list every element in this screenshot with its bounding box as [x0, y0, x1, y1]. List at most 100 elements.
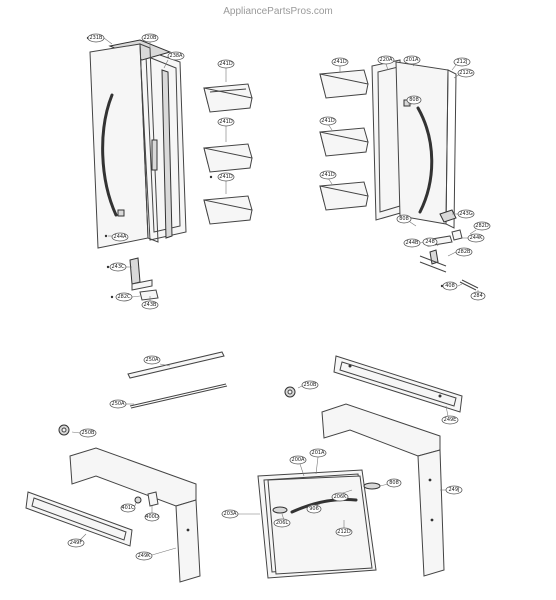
callout-282b: 282B	[447, 247, 473, 257]
callout-label-231b: 231B	[90, 35, 104, 41]
callout-206l: 206L	[273, 513, 291, 528]
right-door-assembly	[371, 59, 457, 229]
callout-220b: 220B	[141, 33, 159, 48]
callout-label-244a: 244A	[114, 234, 128, 240]
callout-249k: 249K	[135, 547, 177, 561]
callout-label-241d-4: 241D	[333, 59, 347, 65]
door-bin	[203, 143, 253, 173]
callout-243b: 243B	[141, 296, 159, 310]
callout-244a: 244A	[104, 232, 129, 242]
callout-243g: 243G	[452, 209, 475, 219]
callout-203a: 203A	[221, 509, 260, 519]
callout-282c: 282C	[110, 292, 141, 302]
callout-231b: 231B	[86, 33, 113, 45]
callout-label-249j: 249J	[448, 487, 459, 493]
callout-244k: 244K	[462, 233, 485, 243]
callout-label-238a: 238A	[170, 53, 184, 59]
callout-241d-1: 241D	[217, 59, 235, 82]
callout-241d-3: 241D	[209, 172, 235, 194]
callout-label-200a: 200A	[292, 457, 306, 463]
rail-bracket-left	[69, 447, 201, 583]
callout-label-241d-3: 241D	[219, 174, 233, 180]
callout-label-400d: 400D	[145, 514, 159, 520]
callout-250a-1: 250A	[143, 355, 171, 367]
callout-249f: 249F	[67, 533, 87, 548]
callout-label-206k: 206K	[334, 494, 348, 500]
callout-label-243c: 243C	[111, 264, 125, 270]
callout-220a: 220A	[377, 55, 395, 71]
roller-right	[284, 386, 296, 398]
callout-248: 248	[422, 237, 439, 247]
callout-408: 408	[440, 281, 463, 291]
callout-label-282b: 282B	[458, 249, 472, 255]
lower-hinge-left	[129, 257, 159, 301]
callout-200a: 200A	[289, 455, 307, 477]
drawer-handle	[290, 498, 358, 514]
callout-label-201a-b: 201A	[312, 450, 326, 456]
watermark-text: AppliancePartsPros.com	[223, 6, 333, 17]
callout-808b: 808	[396, 214, 417, 227]
right-door-handle	[416, 106, 434, 214]
bracket-hardware	[134, 491, 159, 507]
callout-201a-b: 201A	[309, 448, 327, 475]
callout-label-282d: 282D	[475, 223, 489, 229]
callout-label-241d-2: 241D	[219, 119, 233, 125]
callout-label-282c: 282C	[117, 294, 131, 300]
callout-250b-1: 250B	[71, 428, 97, 438]
callout-label-241d-5: 241D	[321, 118, 335, 124]
callout-label-243g: 243G	[459, 211, 473, 217]
rail-strip-upper	[127, 351, 225, 379]
callout-241d-5: 241D	[319, 116, 337, 131]
callout-282d: 282D	[469, 221, 491, 235]
rail-bracket-right	[321, 403, 445, 577]
roller-left	[58, 424, 70, 436]
callout-label-401c: 401C	[121, 505, 135, 511]
callout-241d-4: 241D	[331, 57, 349, 72]
slide-rail-right-upper	[333, 355, 463, 413]
freezer-rails-top	[127, 351, 228, 409]
slide-rail-left-lower	[25, 491, 133, 547]
callout-label-206l: 206L	[276, 520, 289, 526]
left-door-latch	[151, 139, 158, 171]
callout-label-249e: 249E	[444, 417, 457, 423]
door-bin	[319, 69, 369, 99]
callout-808: 808	[406, 95, 422, 105]
callout-label-250a-1: 250A	[146, 357, 160, 363]
callout-label-241d-6: 241D	[321, 172, 335, 178]
callout-label-408: 408	[445, 283, 455, 289]
callout-label-284: 284	[473, 293, 483, 299]
callout-label-808: 808	[409, 97, 419, 103]
callout-249j: 249J	[440, 485, 463, 495]
callout-label-220b: 220B	[144, 35, 158, 41]
callout-label-201a: 201A	[406, 57, 420, 63]
left-door-edge	[139, 43, 159, 243]
bin-column-right	[319, 69, 369, 211]
callout-401c: 401C	[120, 502, 137, 513]
callout-label-212d: 212D	[337, 529, 351, 535]
callout-label-906: 906	[309, 506, 319, 512]
callout-label-244b: 244B	[406, 240, 420, 246]
callout-label-808b: 808	[399, 216, 409, 222]
callout-label-249k: 249K	[138, 553, 152, 559]
bin-column-left	[203, 83, 253, 225]
left-door-gasket	[161, 69, 173, 239]
callout-244b: 244B	[403, 238, 427, 248]
callout-906: 906	[306, 503, 322, 514]
callout-label-212g: 212G	[459, 70, 473, 76]
door-bin	[203, 83, 253, 113]
door-bin	[203, 195, 253, 225]
callout-249e: 249E	[441, 405, 459, 425]
drawer-cap-right	[363, 482, 381, 490]
callout-400d: 400D	[144, 506, 160, 522]
lower-hinge-right	[419, 209, 479, 291]
callout-label-212j: 212J	[456, 59, 467, 65]
door-bin	[319, 181, 369, 211]
callout-201a: 201A	[403, 55, 421, 67]
left-door-assembly	[89, 39, 187, 249]
right-door-panel	[395, 61, 449, 225]
callout-250a-2: 250A	[109, 399, 134, 409]
left-door-hinge-mark	[117, 209, 125, 217]
callout-label-243b: 243B	[144, 302, 158, 308]
callout-label-203a: 203A	[224, 511, 238, 517]
